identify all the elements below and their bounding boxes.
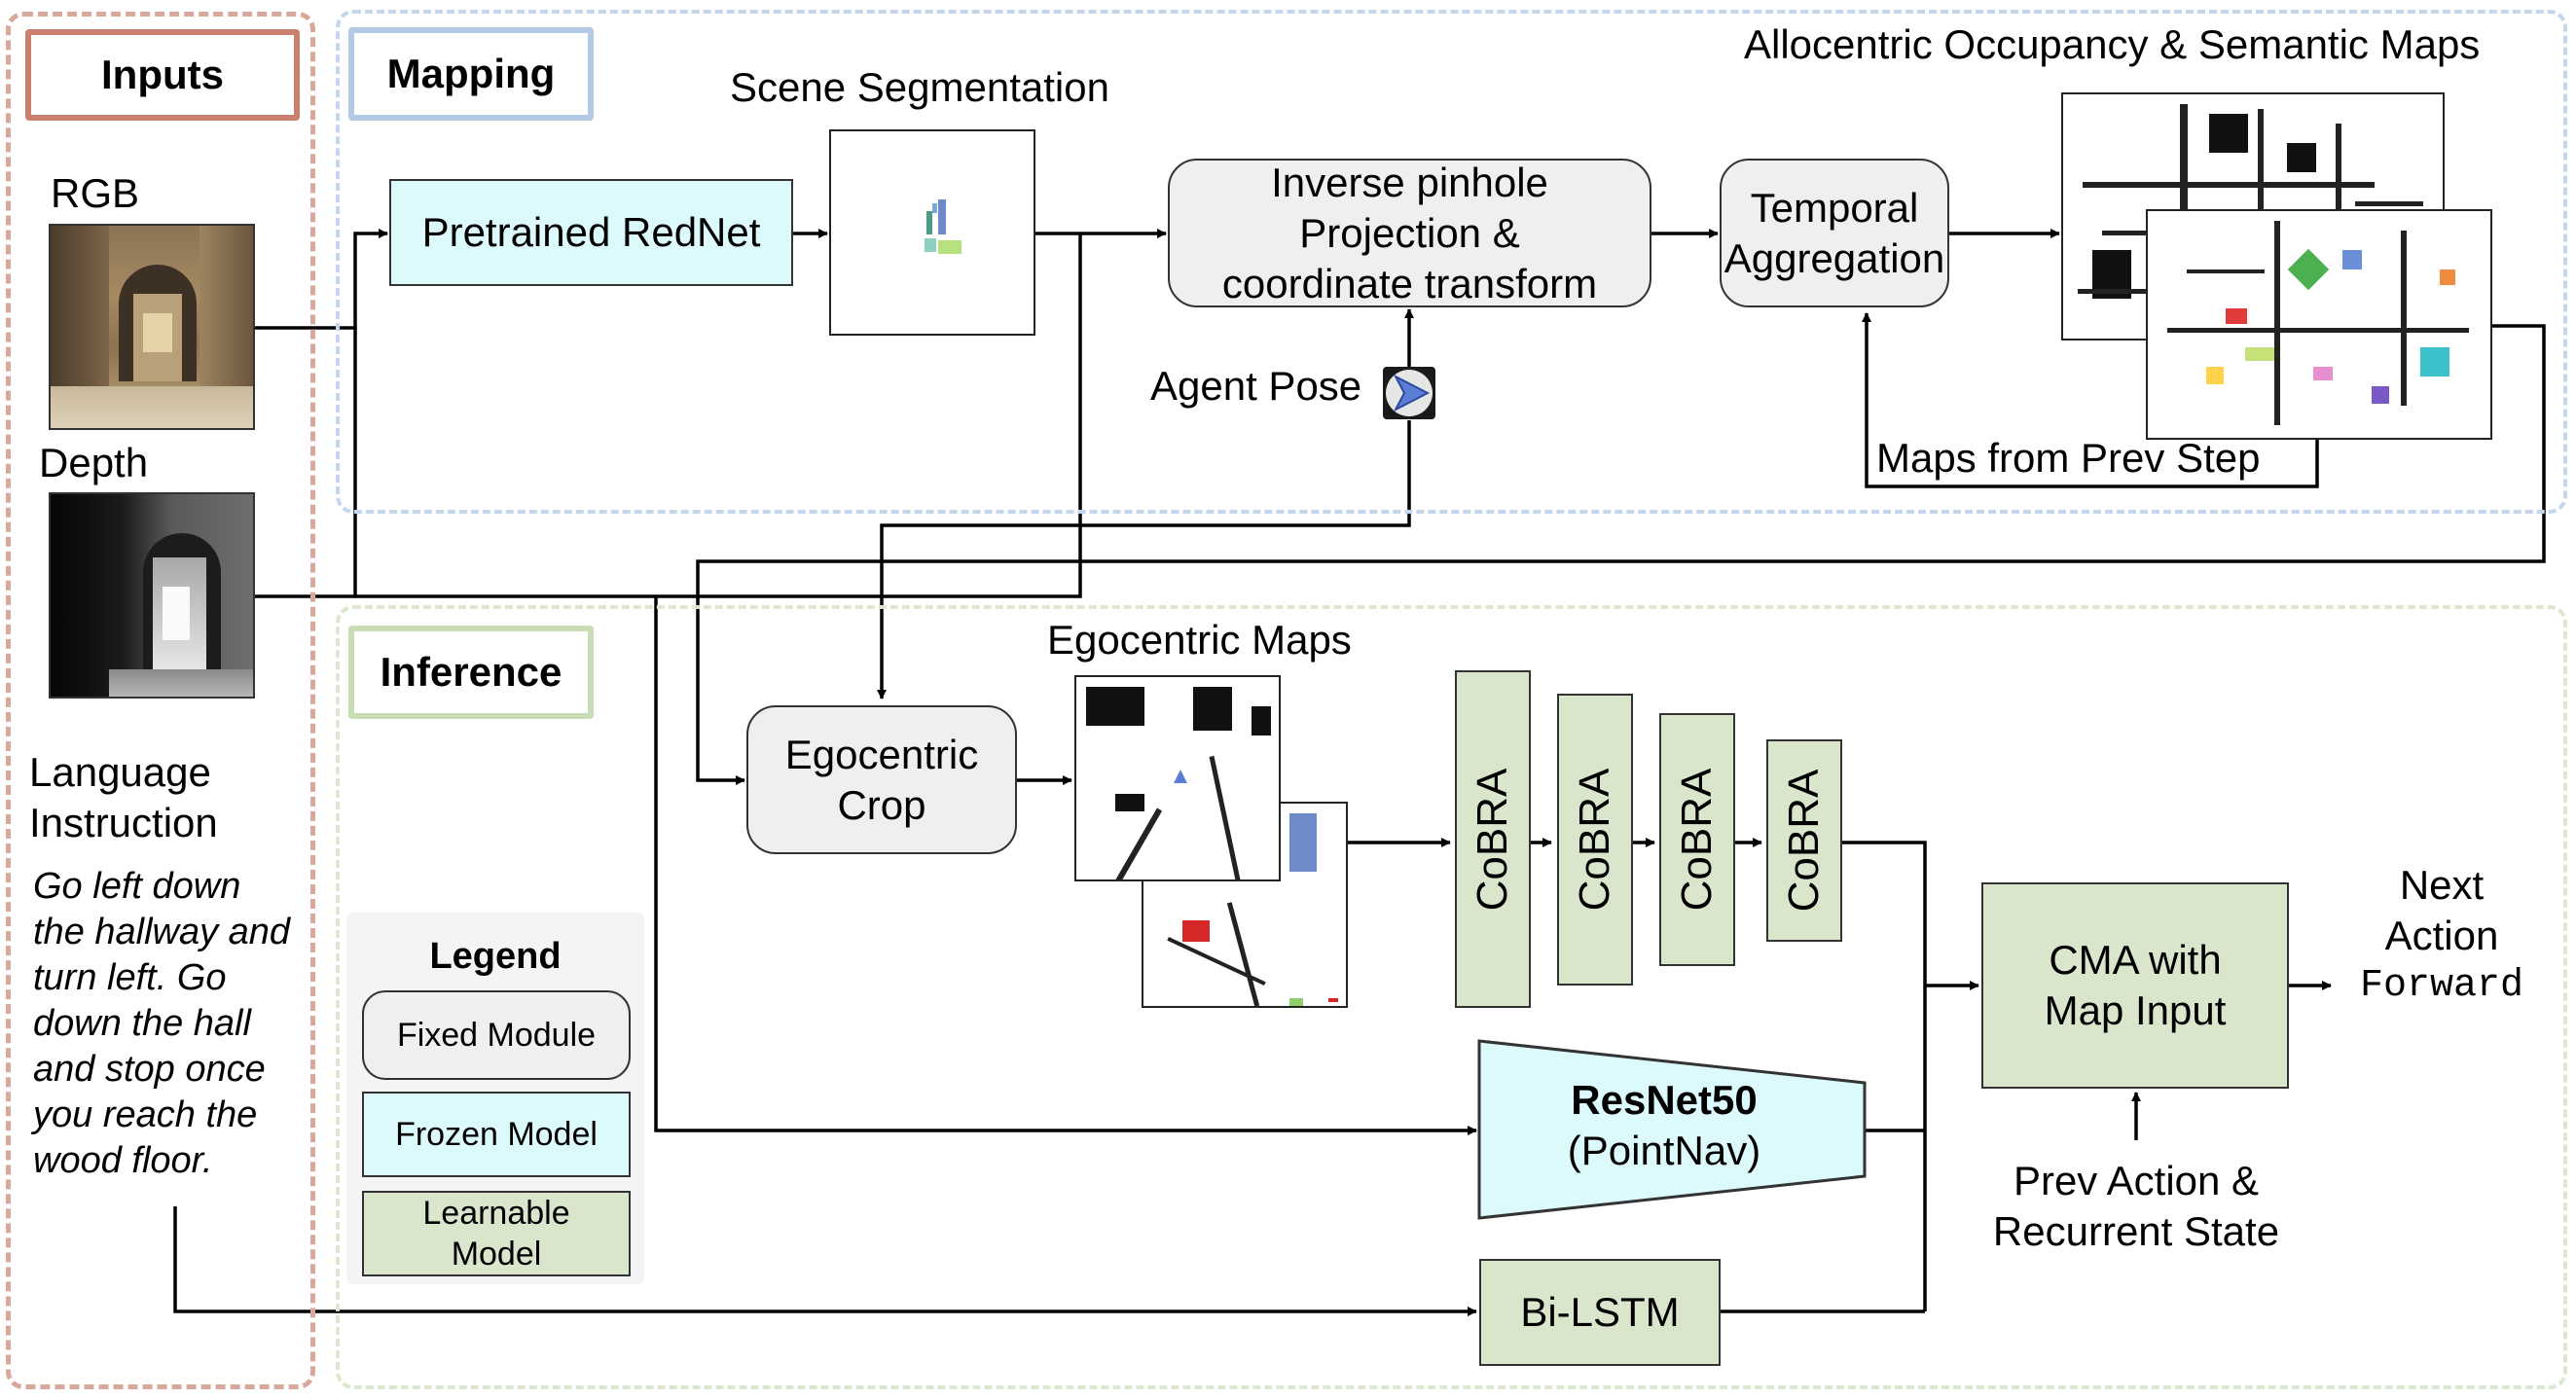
instruction-line: wood floor. [33,1140,213,1181]
allocentric-semantic-map [2146,209,2492,440]
legend-learnable-model: Learnable Model [362,1191,631,1276]
egocentric-crop-line: Crop [837,781,926,828]
cobra-label: CoBRA [1780,769,1828,913]
temporal-line: Temporal [1750,184,1919,231]
inverse-projection-box: Inverse pinhole Projection & coordinate … [1168,159,1651,307]
language-label-line-2: Instruction [29,800,218,845]
instruction-line: you reach the [33,1094,258,1135]
projection-line: coordinate transform [1221,260,1598,306]
rgb-image [49,224,255,430]
bilstm-box: Bi-LSTM [1479,1259,1721,1366]
resnet50-title: ResNet50 [1571,1077,1758,1123]
legend-fixed-module: Fixed Module [362,990,631,1080]
inputs-frame [6,12,315,1389]
cma-line: Map Input [2044,987,2227,1033]
mapping-section-label: Mapping [348,27,594,121]
legend-learnable-line: Model [451,1236,542,1273]
depth-image [49,492,255,699]
prev-action-line: Recurrent State [1992,1208,2280,1254]
prev-action-label: Prev Action & Recurrent State [1966,1156,2306,1257]
projection-line: Inverse pinhole [1271,159,1548,205]
cobra-block-2: CoBRA [1557,694,1633,986]
next-action-label: Next Action Forward [2336,860,2548,1012]
pretrained-rednet-box: Pretrained RedNet [389,179,793,286]
temporal-line: Aggregation [1723,234,1945,281]
maps-from-prev-step-label: Maps from Prev Step [1876,435,2261,481]
egocentric-crop-line: Egocentric [784,731,979,777]
agent-pose-icon [1383,367,1435,419]
resnet50-subtitle: (PointNav) [1567,1128,1761,1173]
legend-frozen-model: Frozen Model [362,1092,631,1177]
instruction-line: the hallway and [33,912,291,952]
legend-learnable-line: Learnable [422,1195,570,1232]
cma-line: CMA with [2049,937,2222,983]
next-action-value: Forward [2359,964,2524,1008]
instruction-line: Go left down [33,866,241,907]
language-label-line-1: Language [29,749,211,795]
egocentric-occupancy-map [1074,675,1281,881]
resnet50-label: ResNet50 (PointNav) [1518,1075,1810,1176]
legend-title: Legend [429,936,562,977]
cobra-block-4: CoBRA [1766,739,1842,942]
mapping-frame [336,10,2567,514]
prev-action-line: Prev Action & [2013,1158,2260,1203]
cobra-block-1: CoBRA [1455,670,1531,1008]
egocentric-maps-title: Egocentric Maps [1047,617,1352,663]
egocentric-crop-box: Egocentric Crop [746,705,1017,854]
next-action-line: Action [2384,913,2499,958]
cma-box: CMA with Map Input [1981,882,2289,1089]
temporal-aggregation-box: Temporal Aggregation [1720,159,1949,307]
allocentric-maps-title: Allocentric Occupancy & Semantic Maps [1744,21,2481,67]
agent-pose-label: Agent Pose [1150,363,1362,409]
instruction-line: turn left. Go [33,957,227,998]
cobra-label: CoBRA [1571,768,1618,912]
instruction-line: down the hall [33,1003,251,1044]
cobra-block-3: CoBRA [1659,713,1735,966]
resnet50-box [1477,1039,1867,1220]
language-instruction: Go left down the hallway and turn left. … [33,864,290,1184]
inference-frame [336,605,2567,1389]
inference-section-label: Inference [348,626,594,719]
inputs-section-label: Inputs [25,29,300,121]
scene-segmentation-label: Scene Segmentation [730,64,1109,110]
cobra-label: CoBRA [1673,768,1721,912]
depth-label: Depth [39,440,149,485]
instruction-line: and stop once [33,1049,266,1090]
projection-line: Projection & [1299,209,1520,256]
scene-segmentation-image [829,129,1035,336]
cobra-label: CoBRA [1469,768,1516,911]
rgb-label: RGB [51,170,140,216]
next-action-line: Next [2399,862,2485,908]
